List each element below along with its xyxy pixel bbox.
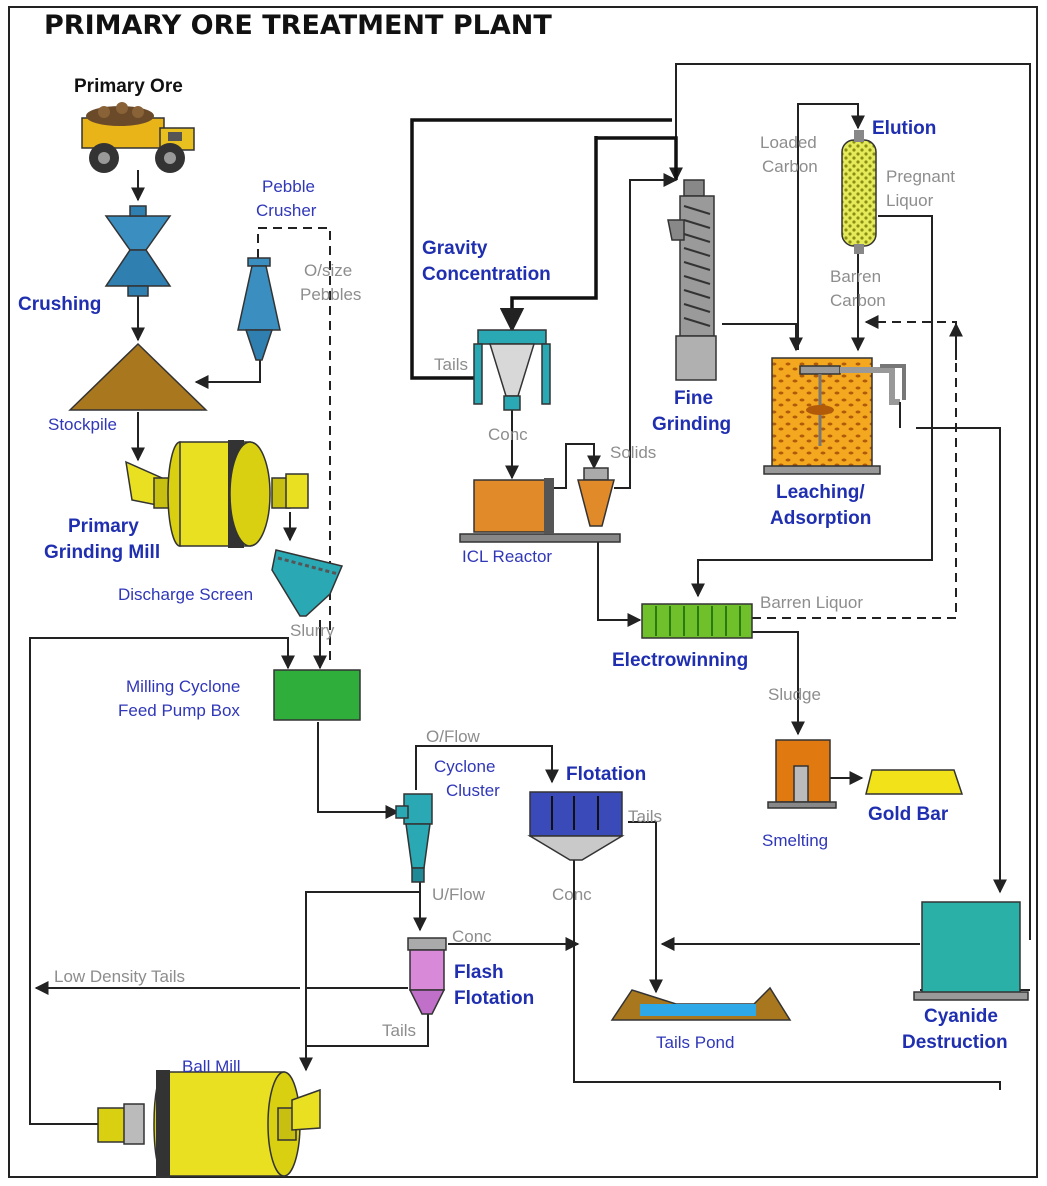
stream-pregnant-1: Pregnant [886, 167, 955, 186]
grinding-mill-icon [125, 440, 309, 548]
discharge-screen-icon [271, 549, 344, 617]
stream-slurry: Slurry [290, 621, 335, 640]
pebble-crusher-icon [237, 257, 281, 361]
gravity-concentrator-icon [473, 329, 551, 411]
label-flotation: Flotation [566, 764, 646, 785]
stream-oflow: O/Flow [426, 727, 481, 746]
label-tails-pond: Tails Pond [656, 1033, 734, 1052]
haul-truck-icon [81, 102, 195, 173]
stream-conc-flash: Conc [452, 927, 492, 946]
process-lines [29, 63, 1031, 1125]
stream-tails-flotation: Tails [628, 807, 662, 826]
label-pebble-crusher-1: Pebble [262, 177, 315, 196]
label-cyclone-2: Cluster [446, 781, 500, 800]
label-fine-grinding-1: Fine [674, 388, 713, 409]
label-leaching-2: Adsorption [770, 508, 871, 529]
gold-bar-icon [865, 769, 964, 795]
label-fine-grinding-2: Grinding [652, 414, 731, 435]
label-stockpile: Stockpile [48, 415, 117, 434]
label-cyanide-1: Cyanide [924, 1006, 998, 1027]
unit-labels: Primary Ore Crushing Pebble Crusher Stoc… [18, 76, 1008, 1076]
label-cyanide-2: Destruction [902, 1032, 1008, 1053]
label-discharge-screen: Discharge Screen [118, 585, 253, 604]
stream-barren-carbon-2: Carbon [830, 291, 886, 310]
label-flash-2: Flotation [454, 988, 534, 1009]
stream-conc-gravity: Conc [488, 425, 528, 444]
stream-loaded-carbon-2: Carbon [762, 157, 818, 176]
hydrocyclone-icon [395, 793, 433, 883]
stream-tails-flash: Tails [382, 1021, 416, 1040]
label-leaching-1: Leaching/ [776, 482, 865, 503]
electrowinning-cell-icon [641, 603, 753, 639]
stream-labels: O/size Pebbles Slurry Tails Conc Solids … [54, 133, 955, 1040]
label-primary-ore: Primary Ore [74, 76, 183, 97]
stream-sludge: Sludge [768, 685, 821, 704]
stream-low-density-tails: Low Density Tails [54, 967, 185, 986]
label-ball-mill: Ball Mill [182, 1057, 241, 1076]
ball-mill-icon [97, 1070, 321, 1178]
stream-osize-1: O/size [304, 261, 352, 280]
label-primary-grinding-2: Grinding Mill [44, 542, 160, 563]
stream-tails-gravity: Tails [434, 355, 468, 374]
leach-tank-icon [763, 357, 906, 475]
label-smelting: Smelting [762, 831, 828, 850]
label-gravity-1: Gravity [422, 238, 488, 259]
fine-grinding-icon [667, 179, 717, 381]
label-gold-bar: Gold Bar [868, 804, 949, 825]
flash-flotation-icon [407, 937, 447, 1015]
label-primary-grinding-1: Primary [68, 516, 139, 537]
icl-reactor-icon [459, 467, 621, 543]
stream-loaded-carbon-1: Loaded [760, 133, 817, 152]
label-electrowinning: Electrowinning [612, 650, 748, 671]
stream-pregnant-2: Liquor [886, 191, 934, 210]
label-pump-box-1: Milling Cyclone [126, 677, 240, 696]
cone-crusher-icon [104, 205, 172, 297]
stream-conc-flotation: Conc [552, 885, 592, 904]
label-gravity-2: Concentration [422, 264, 551, 285]
diagram-frame [8, 6, 1038, 1178]
stream-osize-2: Pebbles [300, 285, 361, 304]
label-flash-1: Flash [454, 962, 504, 983]
stream-solids: Solids [610, 443, 656, 462]
label-pebble-crusher-2: Crusher [256, 201, 317, 220]
label-cyclone-1: Cyclone [434, 757, 495, 776]
smelting-furnace-icon [767, 739, 837, 809]
label-icl-reactor: ICL Reactor [462, 547, 552, 566]
tails-pond-icon [610, 986, 792, 1021]
stream-uflow: U/Flow [432, 885, 486, 904]
label-pump-box-2: Feed Pump Box [118, 701, 240, 720]
flotation-cell-icon [527, 791, 625, 861]
label-crushing: Crushing [18, 294, 101, 315]
stream-barren-carbon-1: Barren [830, 267, 881, 286]
stream-barren-liquor: Barren Liquor [760, 593, 863, 612]
cyanide-destruction-icon [913, 901, 1029, 1001]
elution-column-icon [841, 130, 877, 254]
label-elution: Elution [872, 118, 936, 139]
diagram-title: PRIMARY ORE TREATMENT PLANT [44, 10, 552, 41]
pump-box-icon [273, 669, 361, 721]
stockpile-icon [68, 342, 208, 411]
